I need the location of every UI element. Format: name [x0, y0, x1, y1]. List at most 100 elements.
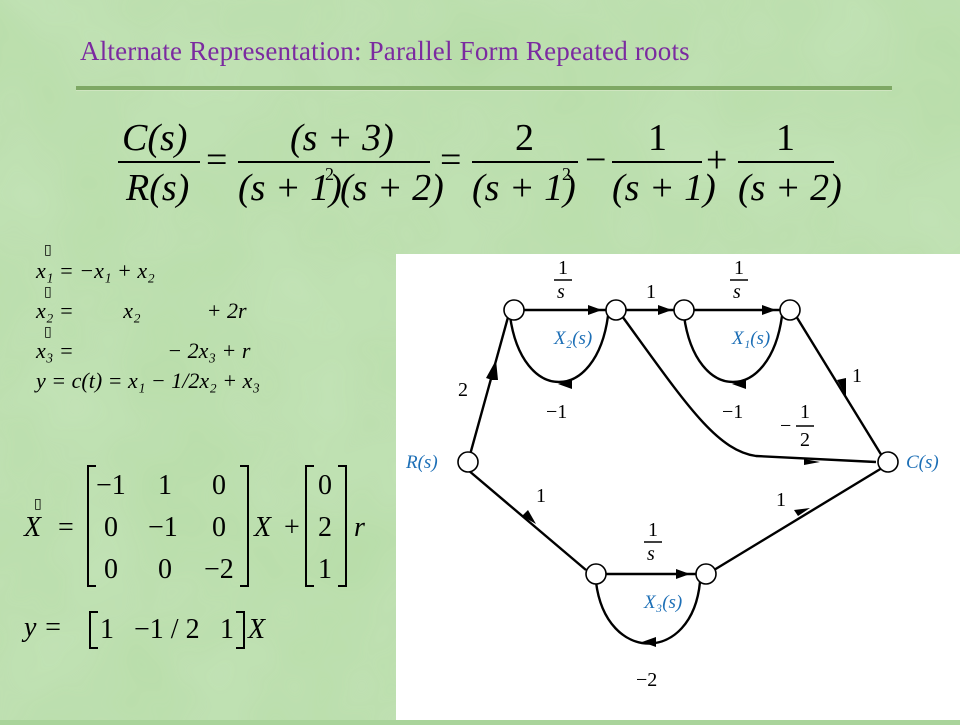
arrow-fb-x3 — [642, 637, 656, 647]
tf-lhs-numerator: C(s) — [122, 117, 187, 159]
matrix-C-left-bracket — [89, 611, 98, 649]
gain-out-bottom: 1 — [776, 489, 786, 511]
node-x2-in — [503, 299, 525, 321]
gain-int-x1-den: s — [733, 281, 741, 303]
matrix-B-right-bracket — [338, 465, 347, 587]
branch-R-to-top — [466, 309, 512, 463]
gain-int-x2-den: s — [557, 281, 565, 303]
node-x3-in — [585, 563, 607, 585]
arrow-R-top — [486, 360, 498, 380]
matrix-A-right-bracket — [240, 465, 249, 587]
C-2: 1 — [220, 614, 234, 645]
branch-top-to-C — [794, 315, 884, 457]
gain-link: 1 — [646, 281, 656, 303]
A-0-2: 0 — [212, 470, 226, 501]
gain-int-x2-num: 1 — [558, 257, 568, 279]
transfer-function: C(s) R(s) = (s + 3) (s + 1) 2 (s + 2) = … — [118, 117, 842, 209]
tf-lhs-denominator: R(s) — [125, 167, 189, 209]
matrix-C-right-bracket — [236, 611, 245, 649]
tf-f1-numerator: (s + 3) — [290, 117, 394, 159]
gain-half-num: 1 — [800, 401, 810, 423]
B-2: 1 — [318, 554, 332, 585]
matrix-plus: + — [284, 512, 300, 543]
arrow-int-x2 — [588, 305, 602, 315]
A-1-0: 0 — [104, 512, 118, 543]
slide-title: Alternate Representation: Parallel Form … — [80, 36, 690, 66]
tf-f3-numerator: 1 — [648, 117, 667, 159]
state-equations: ▯ x₁ = −x₁ + x₂ ▯ x₂ = x₂ + 2r ▯ x₃ = − … — [34, 243, 260, 393]
tf-f4-denominator: (s + 2) — [738, 167, 842, 209]
gain-int-x1-num: 1 — [734, 257, 744, 279]
label-R: R(s) — [405, 452, 438, 473]
gain-in-bottom: 1 — [536, 485, 546, 507]
dot-marker-2: ▯ — [44, 285, 52, 300]
label-C: C(s) — [906, 452, 939, 473]
gain-fb-x2: −1 — [546, 401, 567, 423]
output-lhs: y = — [21, 612, 62, 643]
signal-flow-graph: 1 s 1 1 s −1 −1 2 1 − 1 2 1 1 1 s −2 X₂(… — [405, 257, 939, 691]
gain-int-x3-den: s — [647, 543, 655, 565]
tf-equals-2: = — [440, 139, 461, 181]
tf-f1-den-exp: 2 — [325, 164, 334, 184]
gain-out-top: 1 — [852, 365, 862, 387]
matrix-B-left-bracket — [305, 465, 314, 587]
C-1: −1 / 2 — [134, 614, 200, 645]
A-0-1: 1 — [158, 470, 172, 501]
state-eq-1: x₁ = −x₁ + x₂ — [35, 258, 155, 283]
label-X2: X₂(s) — [553, 328, 592, 349]
C-0: 1 — [100, 614, 114, 645]
dot-marker-3: ▯ — [44, 325, 52, 340]
node-x1 — [779, 299, 801, 321]
A-2-1: 0 — [158, 554, 172, 585]
label-X1: X₁(s) — [731, 328, 770, 349]
arrow-bottom-C — [794, 508, 810, 516]
tf-f2-den-exp: 2 — [562, 164, 571, 184]
A-2-0: 0 — [104, 554, 118, 585]
A-0-0: −1 — [96, 470, 126, 501]
arrow-top-C — [837, 378, 846, 396]
state-eq-2: x₂ = x₂ + 2r — [35, 298, 247, 323]
A-1-2: 0 — [212, 512, 226, 543]
branch-bottom-to-C — [713, 466, 883, 572]
state-eq-3: x₃ = − 2x₃ + r — [35, 338, 251, 363]
node-R — [457, 451, 479, 473]
tf-equals-1: = — [206, 139, 227, 181]
label-X3: X₃(s) — [643, 592, 682, 613]
tf-f1-den-b: (s + 2) — [340, 167, 444, 209]
matrix-equals: = — [58, 512, 74, 543]
output-X: X — [247, 614, 266, 645]
arrow-fb-x1 — [732, 379, 746, 389]
arrow-int-x3 — [676, 569, 690, 579]
node-C — [877, 451, 899, 473]
matrix-r: r — [354, 512, 365, 543]
gain-half-den: 2 — [800, 429, 810, 451]
matrix-equation: ▯ X = −1 1 0 0 −1 0 0 0 −2 X + 0 2 1 r y… — [21, 465, 365, 649]
matrix-lhs: X — [23, 512, 42, 543]
branch-fb-x2 — [508, 315, 610, 384]
node-x2 — [605, 299, 627, 321]
tf-minus: − — [585, 139, 606, 181]
gain-fb-x3: −2 — [636, 669, 657, 691]
branch-x2-to-C — [621, 315, 877, 464]
output-eq: y = c(t) = x₁ − 1/2x₂ + x₃ — [34, 368, 260, 393]
gain-int-x3-num: 1 — [648, 519, 658, 541]
A-1-1: −1 — [148, 512, 178, 543]
arrow-fb-x2 — [558, 379, 572, 389]
arrow-R-bottom — [522, 510, 536, 524]
gain-half-minus: − — [780, 415, 791, 437]
A-2-2: −2 — [204, 554, 234, 585]
gain-fb-x1: −1 — [722, 401, 743, 423]
matrix-A-left-bracket — [87, 465, 96, 587]
tf-f3-denominator: (s + 1) — [612, 167, 716, 209]
node-x1-in — [673, 299, 695, 321]
branch-R-to-bottom — [467, 469, 587, 571]
tf-f4-numerator: 1 — [776, 117, 795, 159]
arrow-x2-C — [804, 459, 820, 465]
signal-flow-graph-panel: 1 s 1 1 s −1 −1 2 1 − 1 2 1 1 1 s −2 X₂(… — [396, 254, 960, 720]
matrix-X: X — [253, 512, 272, 543]
title-underline — [76, 86, 892, 91]
arrow-int-x1 — [762, 305, 776, 315]
branch-fb-x1 — [682, 315, 784, 384]
B-0: 0 — [318, 470, 332, 501]
